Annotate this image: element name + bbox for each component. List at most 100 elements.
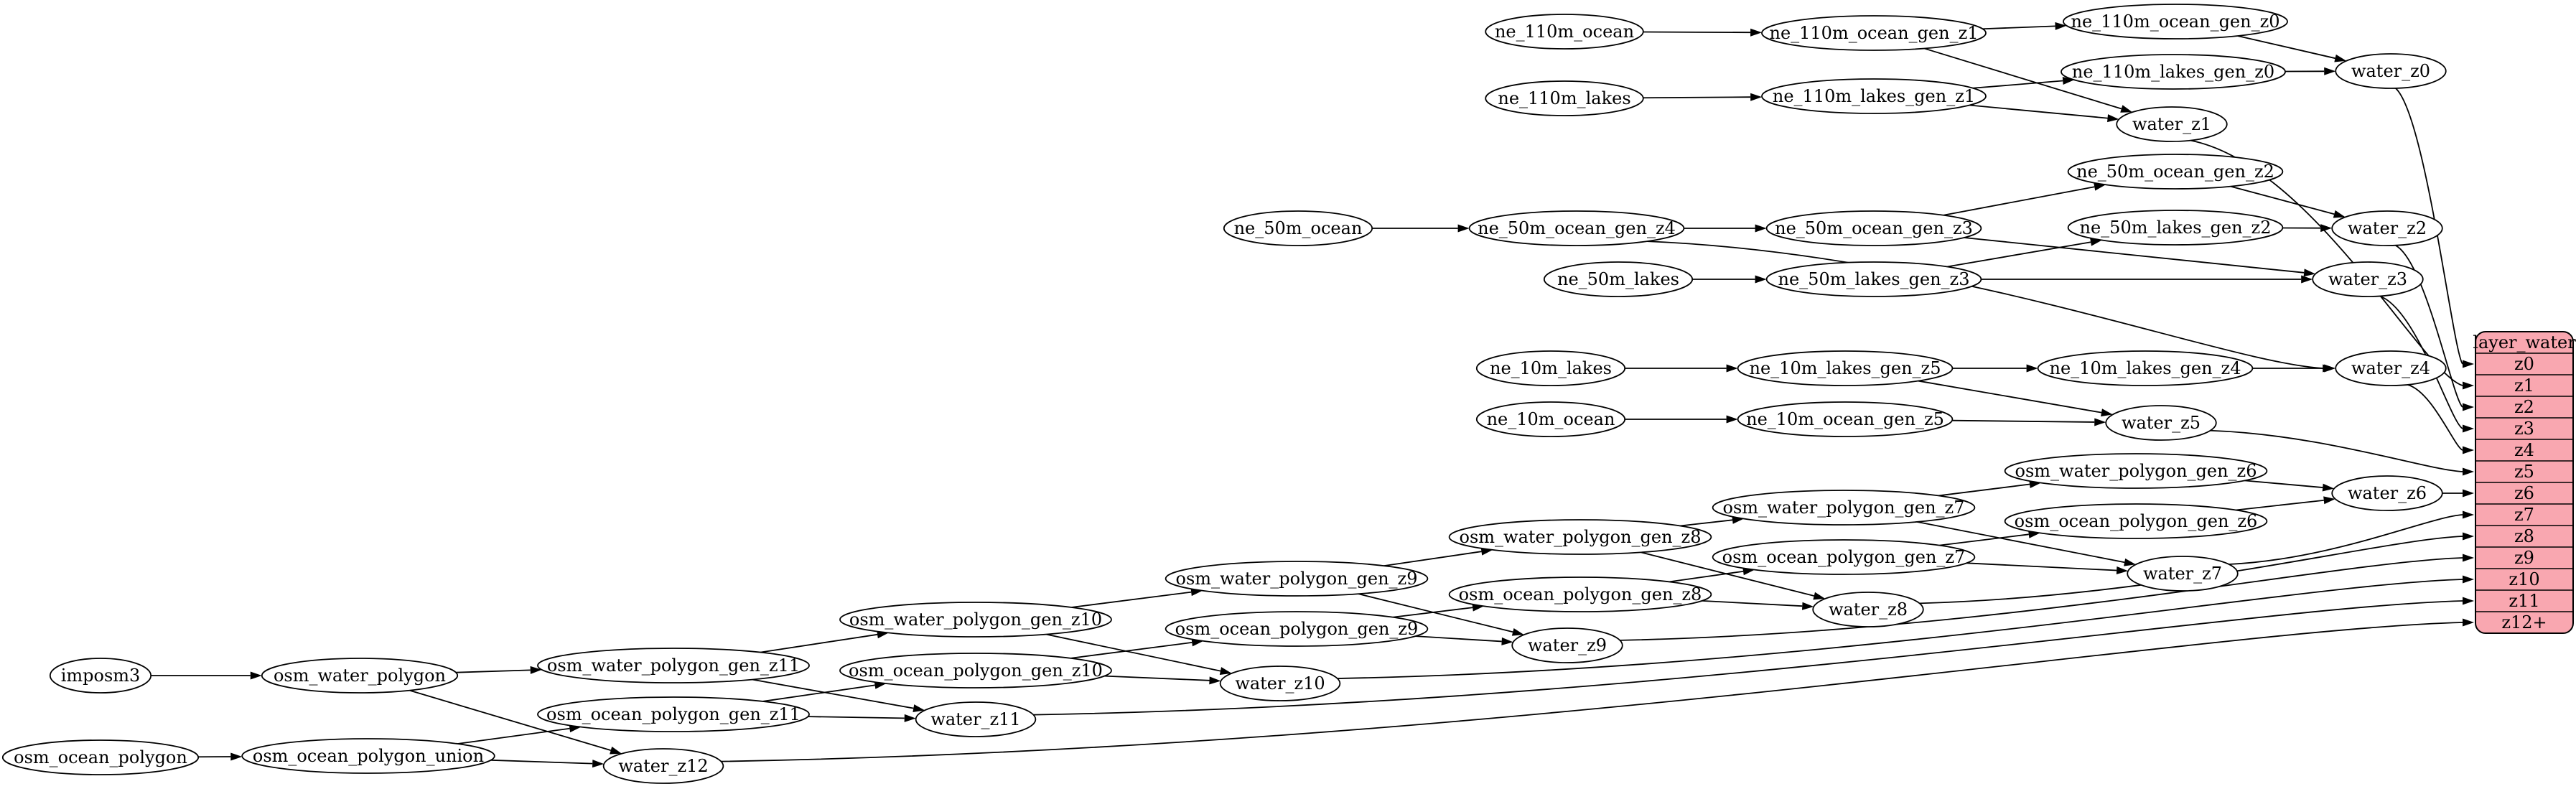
arrowhead-edge-water_z6-to-table-z6 [2463, 489, 2474, 498]
node-label: ne_110m_ocean_gen_z0 [2071, 11, 2279, 32]
table-row-label-z2: z2 [2514, 397, 2534, 417]
node-ellipse [2004, 453, 2268, 489]
edge-osm_ocean_polygon_gen_z11-to-osm_ocean_polygon_gen_z10 [762, 684, 875, 702]
edge-water_z9-to-table-z9 [1620, 557, 2463, 641]
arrowhead-edge-water_z2-to-table-z2 [2463, 403, 2474, 411]
node-label: osm_water_polygon [274, 666, 446, 686]
node-label: water_z12 [618, 756, 708, 776]
edge-osm_water_polygon_gen_z7-to-osm_water_polygon_gen_z6 [1938, 483, 2030, 497]
edge-osm_ocean_polygon_gen_z7-to-water_z7 [1966, 562, 2117, 571]
arrowhead-edge-osm_ocean_polygon_gen_z8-to-water_z8 [1801, 602, 1814, 610]
node-label: ne_110m_ocean [1495, 22, 1634, 42]
table-row-label-z8: z8 [2514, 526, 2534, 546]
edge-ne_110m_lakes_gen_z1-to-water_z1 [1969, 104, 2108, 119]
node-ellipse [1485, 80, 1644, 116]
node-osm_water_polygon_gen_z11: osm_water_polygon_gen_z11 [537, 648, 810, 683]
arrowhead-edge-osm_water_polygon-to-water_z12 [610, 746, 622, 755]
edge-osm_ocean_polygon_gen_z8-to-water_z8 [1702, 599, 1803, 607]
node-label: osm_ocean_polygon_gen_z10 [849, 660, 1103, 681]
arrowhead-edge-water_z5-to-table-z5 [2463, 467, 2474, 476]
node-label: osm_water_polygon_gen_z10 [849, 610, 1102, 630]
arrowhead-edge-water_z8-to-table-z8 [2463, 532, 2474, 541]
edge-ne_50m_lakes_gen_z3-to-ne_50m_lakes_gen_z2 [1947, 241, 2091, 268]
node-label: water_z7 [2143, 564, 2222, 584]
node-ellipse [2067, 210, 2284, 246]
node-water_z10: water_z10 [1219, 666, 1341, 701]
node-osm_ocean_polygon_gen_z8: osm_ocean_polygon_gen_z8 [1448, 576, 1712, 612]
arrowhead-edge-osm_water_polygon_gen_z8-to-water_z8 [1813, 592, 1826, 600]
node-osm_water_polygon: osm_water_polygon [261, 658, 459, 694]
node-ellipse [1475, 350, 1626, 386]
arrowhead-edge-osm_water_polygon_gen_z8-to-osm_water_polygon_gen_z7 [1732, 515, 1744, 524]
node-label: water_z0 [2351, 61, 2430, 81]
node-label: water_z9 [1528, 635, 1607, 655]
arrowhead-edge-osm_ocean_polygon_gen_z6-to-water_z6 [2323, 496, 2335, 505]
node-water_z7: water_z7 [2127, 556, 2239, 592]
node-ellipse [1812, 592, 1924, 627]
node-osm_water_polygon_gen_z6: osm_water_polygon_gen_z6 [2004, 453, 2268, 489]
node-water_z0: water_z0 [2335, 53, 2447, 89]
node-label: water_z3 [2328, 269, 2407, 289]
node-water_z4: water_z4 [2335, 350, 2447, 386]
node-label: osm_water_polygon_gen_z8 [1460, 527, 1702, 547]
edge-osm_water_polygon_gen_z11-to-osm_water_polygon_gen_z10 [760, 633, 878, 653]
arrowhead-edge-water_z0-to-table-z0 [2463, 360, 2474, 368]
node-water_z12: water_z12 [602, 748, 724, 784]
node-ellipse [2063, 4, 2288, 39]
arrowhead-edge-osm_ocean_polygon_union-to-water_z12 [592, 760, 605, 768]
node-label: ne_110m_ocean_gen_z1 [1769, 23, 1978, 43]
edge-ne_50m_ocean_gen_z3-to-water_z3 [1964, 237, 2305, 274]
edge-osm_water_polygon_gen_z9-to-osm_water_polygon_gen_z8 [1383, 551, 1482, 567]
table-row-label-z7: z7 [2514, 505, 2534, 525]
edge-osm_ocean_polygon_gen_z7-to-osm_ocean_polygon_gen_z6 [1939, 533, 2029, 546]
table-row-label-z11: z11 [2509, 591, 2539, 611]
node-ne_10m_ocean: ne_10m_ocean [1475, 401, 1626, 437]
edge-water_z2-to-table-z2 [2395, 244, 2463, 408]
arrowhead-edge-ne_50m_ocean_gen_z2-to-water_z2 [2333, 210, 2346, 218]
edge-osm_ocean_polygon_gen_z8-to-osm_ocean_polygon_gen_z7 [1669, 570, 1744, 583]
node-ellipse [1761, 15, 1987, 51]
node-label: osm_ocean_polygon_gen_z9 [1175, 619, 1419, 639]
edge-water_z7-to-table-z7 [2229, 514, 2463, 565]
node-ne_50m_ocean: ne_50m_ocean [1223, 210, 1373, 246]
node-ellipse [2116, 106, 2228, 142]
node-water_z2: water_z2 [2331, 210, 2443, 246]
node-ellipse [915, 701, 1037, 737]
node-ne_10m_lakes: ne_10m_lakes [1475, 350, 1626, 386]
edge-ne_50m_ocean_gen_z2-to-water_z2 [2230, 185, 2335, 215]
table-row-label-z12plus: z12+ [2501, 612, 2547, 632]
edge-water_z12-to-table-z12plus [721, 622, 2463, 762]
edge-osm_ocean_polygon_gen_z10-to-water_z10 [1104, 675, 1210, 681]
edge-osm_ocean_polygon_gen_z11-to-water_z11 [808, 716, 905, 719]
edge-osm_water_polygon_gen_z10-to-water_z10 [1045, 633, 1221, 672]
edge-osm_ocean_polygon_gen_z6-to-water_z6 [2236, 499, 2324, 511]
node-label: water_z5 [2122, 413, 2201, 433]
arrowhead-edge-water_z4-to-table-z4 [2463, 446, 2474, 454]
edge-water_z4-to-table-z4 [2407, 384, 2463, 451]
arrowhead-edge-ne_50m_ocean-to-ne_50m_ocean_gen_z4 [1457, 224, 1470, 233]
arrowhead-edge-ne_110m_lakes-to-ne_110m_lakes_gen_z1 [1750, 93, 1763, 101]
node-osm_ocean_polygon_gen_z6: osm_ocean_polygon_gen_z6 [2004, 503, 2268, 539]
edge-osm_ocean_polygon_union-to-osm_ocean_polygon_gen_z11 [457, 727, 570, 744]
node-ellipse [241, 738, 495, 774]
node-ne_110m_ocean_gen_z1: ne_110m_ocean_gen_z1 [1761, 15, 1987, 51]
node-ne_50m_ocean_gen_z2: ne_50m_ocean_gen_z2 [2067, 154, 2284, 190]
node-label: osm_water_polygon_gen_z11 [547, 655, 800, 676]
node-ellipse [2335, 53, 2447, 89]
node-ellipse [839, 653, 1112, 688]
node-ne_110m_lakes_gen_z0: ne_110m_lakes_gen_z0 [2061, 54, 2286, 90]
node-ne_50m_lakes: ne_50m_lakes [1543, 261, 1694, 297]
arrowhead-edge-ne_10m_lakes-to-ne_10m_lakes_gen_z5 [1726, 364, 1738, 373]
node-label: ne_10m_lakes [1490, 358, 1612, 378]
node-ellipse [1475, 401, 1626, 437]
edge-osm_water_polygon_gen_z10-to-osm_water_polygon_gen_z9 [1071, 591, 1192, 608]
node-ellipse [1765, 210, 1982, 246]
node-ellipse [1165, 611, 1429, 647]
node-label: ne_50m_ocean_gen_z3 [1775, 218, 1973, 238]
arrowhead-edge-ne_50m_lakes_gen_z2-to-water_z2 [2320, 224, 2333, 233]
node-osm_water_polygon_gen_z9: osm_water_polygon_gen_z9 [1165, 561, 1429, 597]
edge-ne_110m_ocean_gen_z0-to-water_z0 [2237, 35, 2335, 60]
node-osm_ocean_polygon_gen_z7: osm_ocean_polygon_gen_z7 [1712, 539, 1976, 575]
node-ellipse [2335, 350, 2447, 386]
arrowhead-edge-water_z9-to-table-z9 [2463, 554, 2474, 562]
